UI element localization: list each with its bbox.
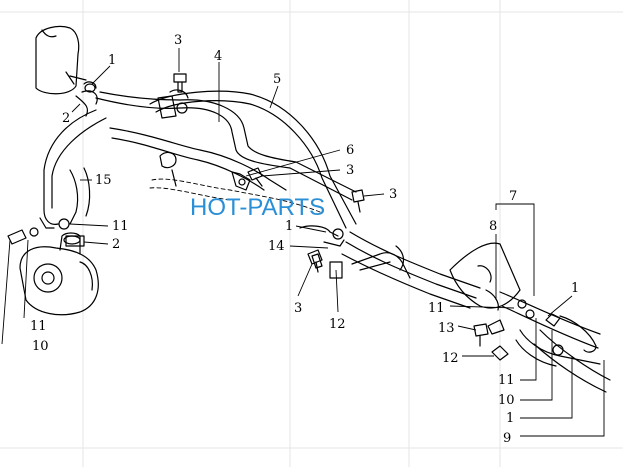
steering-gearbox — [449, 242, 611, 393]
callout-12-center-clamp: 12 — [329, 317, 346, 332]
pump-fitting — [7, 217, 70, 245]
callout-1-center-fitting: 1 — [285, 219, 293, 234]
callout-1-reservoir: 1 — [108, 53, 116, 68]
engine-outline — [149, 178, 321, 213]
bolt-right — [351, 189, 365, 213]
bolt-top — [173, 73, 187, 93]
callout-3-mid-bolt: 3 — [346, 163, 354, 178]
callout-10-lower-bolt: 10 — [498, 393, 515, 408]
callout-11-pump-washer: 11 — [30, 319, 47, 334]
callout-10-pump-bolt: 10 — [32, 339, 49, 354]
callout-1-lower-fitting: 1 — [506, 411, 514, 426]
callout-5-pressure-line: 5 — [273, 72, 281, 87]
callout-6-bracket: 6 — [346, 143, 354, 158]
callout-7-gearbox-set: 7 — [509, 189, 517, 204]
bracket-clip — [231, 171, 251, 191]
center-fitting — [299, 225, 345, 279]
callout-8-gearbox: 8 — [489, 219, 497, 234]
steering-pump — [19, 232, 99, 316]
callout-1-gearbox-fitting: 1 — [571, 281, 579, 296]
bolt-lower — [307, 249, 323, 273]
callout-11-left-fitting: 11 — [112, 219, 129, 234]
callout-3-lower-bolt: 3 — [294, 301, 302, 316]
upper-clamp — [157, 89, 189, 119]
bolt-13 — [473, 323, 489, 347]
reservoir-tank — [35, 25, 87, 95]
supply-hose-left — [43, 109, 107, 225]
callout-15-supply-hose: 15 — [95, 173, 112, 188]
callout-13-bolt: 13 — [438, 321, 455, 336]
return-hose-right — [487, 319, 601, 367]
watermark-text: HOT-PARTS — [190, 194, 326, 221]
callout-3-top-bolt: 3 — [174, 33, 182, 48]
callout-11-lower-washer: 11 — [498, 373, 515, 388]
leader-lines — [1, 48, 605, 437]
callout-14-pipe: 14 — [268, 239, 285, 254]
callout-2-hose-clamp: 2 — [62, 111, 70, 126]
callout-4-return-line: 4 — [214, 49, 222, 64]
callout-9-return-hose: 9 — [503, 431, 511, 446]
hose-clip-middle — [159, 151, 177, 187]
gearbox-lines — [341, 231, 481, 309]
callout-2-lower-hose: 2 — [112, 237, 120, 252]
callout-12-right-clamp: 12 — [442, 351, 459, 366]
callout-11-gearbox-washer: 11 — [428, 301, 445, 316]
middle-branch — [109, 127, 287, 191]
callout-3-right-bolt: 3 — [389, 187, 397, 202]
hose-2 — [65, 235, 85, 247]
return-line-upper — [95, 91, 357, 201]
